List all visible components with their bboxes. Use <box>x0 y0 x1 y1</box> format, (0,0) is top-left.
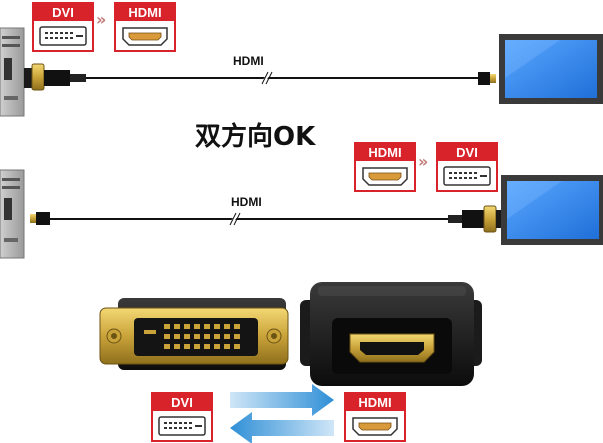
dvi-plug-icon <box>24 63 86 91</box>
middle-chevron-icon: » <box>418 152 429 171</box>
middle-cable-label: HDMI <box>231 195 262 209</box>
top-to-card: HDMI <box>114 2 176 52</box>
pc-tower-icon <box>0 27 25 117</box>
dvi-port-icon <box>443 166 491 186</box>
middle-from-label: HDMI <box>356 144 414 161</box>
hdmi-plug-icon <box>478 72 496 85</box>
middle-from-card: HDMI <box>354 142 416 192</box>
hdmi-plug-icon <box>30 212 50 225</box>
dvi-port-icon <box>39 26 87 46</box>
headline: 双方向OK <box>195 122 316 152</box>
dvi-adapter-photo <box>99 298 289 370</box>
dvi-port-icon <box>158 416 206 436</box>
hdmi-port-icon <box>362 167 408 186</box>
hdmi-port-icon <box>122 27 168 46</box>
bottom-right-card: HDMI <box>344 392 406 442</box>
top-cable-label: HDMI <box>233 54 264 68</box>
arrow-left-icon <box>230 412 334 443</box>
bottom-right-label: HDMI <box>346 394 404 411</box>
top-to-label: HDMI <box>116 4 174 21</box>
pc-tower-icon <box>0 169 25 259</box>
hdmi-adapter-photo <box>300 282 482 386</box>
bottom-left-label: DVI <box>153 394 211 411</box>
middle-to-label: DVI <box>438 144 496 161</box>
monitor-icon <box>499 34 603 104</box>
dvi-plug-icon <box>448 205 502 233</box>
hdmi-port-icon <box>352 417 398 436</box>
top-chevron-icon: » <box>96 10 107 29</box>
arrow-right-icon <box>230 384 334 416</box>
top-from-label: DVI <box>34 4 92 21</box>
bottom-left-card: DVI <box>151 392 213 442</box>
monitor-icon <box>501 175 603 245</box>
top-from-card: DVI <box>32 2 94 52</box>
middle-to-card: DVI <box>436 142 498 192</box>
